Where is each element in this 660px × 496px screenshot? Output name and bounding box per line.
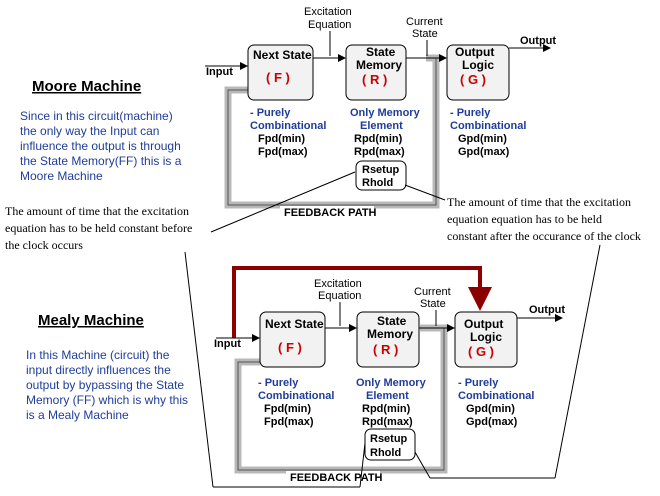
mealy-input-bypass-path: [232, 266, 492, 338]
mealy-output-label: Output: [529, 304, 565, 316]
mealy-r-type-2: Element: [366, 390, 409, 402]
moore-f-value-1: Fpd(min): [258, 133, 305, 145]
mealy-f-type-1: - Purely: [258, 377, 299, 389]
hold-time-note: The amount of time that the excitation e…: [447, 195, 641, 243]
moore-state-memory-letter: ( R ): [362, 72, 387, 87]
moore-state-memory-title-2: Memory: [356, 58, 402, 72]
setup-pointer-long: [184, 251, 214, 488]
mealy-f-value-1: Fpd(min): [264, 403, 311, 415]
moore-g-type-1: - Purely: [450, 107, 491, 119]
svg-text:input directly influences the: input directly influences the: [26, 363, 171, 377]
svg-text:Moore Machine: Moore Machine: [20, 169, 103, 183]
mealy-hold-pointer: [414, 451, 431, 479]
mealy-next-state-title: Next State: [265, 317, 324, 331]
moore-feedback-label: FEEDBACK PATH: [284, 207, 377, 219]
svg-text:output by bypassing the State: output by bypassing the State: [26, 378, 184, 392]
mealy-rsetup: Rsetup: [370, 433, 408, 445]
mealy-title: Mealy Machine: [38, 312, 144, 329]
svg-text:Memory (FF) which is why this: Memory (FF) which is why this: [26, 393, 188, 407]
mealy-state-memory-title-2: Memory: [367, 327, 413, 341]
mealy-output-logic-title-1: Output: [464, 317, 503, 331]
moore-setup-hold-box: [355, 160, 407, 191]
moore-f-value-2: Fpd(max): [258, 146, 308, 158]
moore-input-label: Input: [206, 66, 233, 78]
mealy-excitation-label-1: Excitation: [314, 278, 362, 290]
moore-excitation-label-2: Equation: [308, 19, 351, 31]
mealy-machine: Mealy Machine In this Machine (circuit) …: [26, 266, 565, 488]
mealy-output-logic-letter: ( G ): [468, 344, 494, 359]
mealy-f-value-2: Fpd(max): [264, 416, 314, 428]
setup-time-note: The amount of time that the excitation e…: [5, 204, 192, 252]
svg-text:the only way the Input can: the only way the Input can: [20, 124, 159, 138]
mealy-g-type-1: - Purely: [458, 377, 499, 389]
moore-next-state-box: [247, 44, 314, 101]
mealy-setup-pointer: [359, 442, 366, 488]
moore-next-state-title: Next State: [253, 48, 312, 62]
mealy-output-logic-title-2: Logic: [470, 330, 502, 344]
mealy-r-type-1: Only Memory: [356, 377, 427, 389]
mealy-current-state-label-2: State: [420, 298, 446, 310]
hold-pointer-long: [554, 244, 601, 479]
mealy-next-state-box: [259, 311, 326, 368]
moore-output-logic-letter: ( G ): [460, 72, 486, 87]
mealy-output-logic-box: [454, 311, 518, 368]
mealy-rhold: Rhold: [370, 447, 401, 459]
moore-description: Since in this circuit(machine) the only …: [20, 109, 182, 183]
moore-current-state-label-1: Current: [406, 16, 443, 28]
mealy-g-value-1: Gpd(min): [466, 403, 515, 415]
mealy-f-type-2: Combinational: [258, 390, 334, 402]
svg-text:constant after the occurance o: constant after the occurance of the cloc…: [447, 229, 641, 243]
svg-text:The amount of time that the ex: The amount of time that the excitation: [5, 204, 189, 218]
mealy-next-state-letter: ( F ): [278, 340, 302, 355]
mealy-r-value-1: Rpd(min): [362, 403, 411, 415]
mealy-g-type-2: Combinational: [458, 390, 534, 402]
mealy-description: In this Machine (circuit) the input dire…: [26, 348, 188, 422]
mealy-g-value-2: Gpd(max): [466, 416, 518, 428]
svg-text:The amount of time that the ex: The amount of time that the excitation: [447, 195, 631, 209]
mealy-state-memory-title-1: State: [377, 314, 407, 328]
moore-rsetup: Rsetup: [362, 164, 400, 176]
svg-text:equation equation has to be he: equation equation has to be held: [447, 212, 602, 226]
svg-text:In this Machine (circuit) the: In this Machine (circuit) the: [26, 348, 170, 362]
svg-text:Since in this circuit(machine): Since in this circuit(machine): [20, 109, 173, 123]
moore-output-logic-title-1: Output: [455, 45, 494, 59]
svg-text:the State Memory(FF) this is a: the State Memory(FF) this is a: [20, 154, 182, 168]
moore-rhold: Rhold: [362, 177, 393, 189]
mealy-input-label: Input: [214, 338, 241, 350]
moore-f-type-2: Combinational: [250, 120, 326, 132]
hold-pointer-top: [404, 184, 446, 201]
moore-r-value-2: Rpd(max): [354, 146, 405, 158]
mealy-r-value-2: Rpd(max): [362, 416, 413, 428]
moore-output-label: Output: [520, 35, 556, 47]
mealy-current-state-label-1: Current: [414, 286, 451, 298]
moore-title: Moore Machine: [32, 78, 141, 95]
moore-state-memory-title-1: State: [366, 45, 396, 59]
svg-text:equation has to be held consta: equation has to be held constant before: [5, 221, 192, 235]
moore-f-type-1: - Purely: [250, 107, 291, 119]
moore-output-logic-title-2: Logic: [462, 58, 494, 72]
svg-text:is a Mealy Machine: is a Mealy Machine: [26, 408, 129, 422]
moore-state-memory-box: [345, 44, 407, 101]
setup-pointer-top: [210, 171, 356, 233]
mealy-state-memory-letter: ( R ): [373, 342, 398, 357]
moore-r-value-1: Rpd(min): [354, 133, 403, 145]
moore-current-state-label-2: State: [412, 28, 438, 40]
moore-g-type-2: Combinational: [450, 120, 526, 132]
mealy-feedback-label: FEEDBACK PATH: [290, 472, 383, 484]
moore-machine: Moore Machine Since in this circuit(mach…: [20, 6, 556, 219]
moore-g-value-1: Gpd(min): [458, 133, 507, 145]
svg-text:influence the output is throug: influence the output is through: [20, 139, 181, 153]
moore-r-type-2: Element: [360, 120, 403, 132]
mealy-excitation-label-2: Equation: [318, 290, 361, 302]
svg-text:the clock occurs: the clock occurs: [5, 238, 83, 252]
moore-output-logic-box: [446, 44, 510, 101]
moore-r-type-1: Only Memory: [350, 107, 421, 119]
moore-next-state-letter: ( F ): [266, 70, 290, 85]
moore-excitation-label-1: Excitation: [304, 6, 352, 18]
moore-g-value-2: Gpd(max): [458, 146, 510, 158]
mealy-state-memory-box: [356, 311, 420, 368]
